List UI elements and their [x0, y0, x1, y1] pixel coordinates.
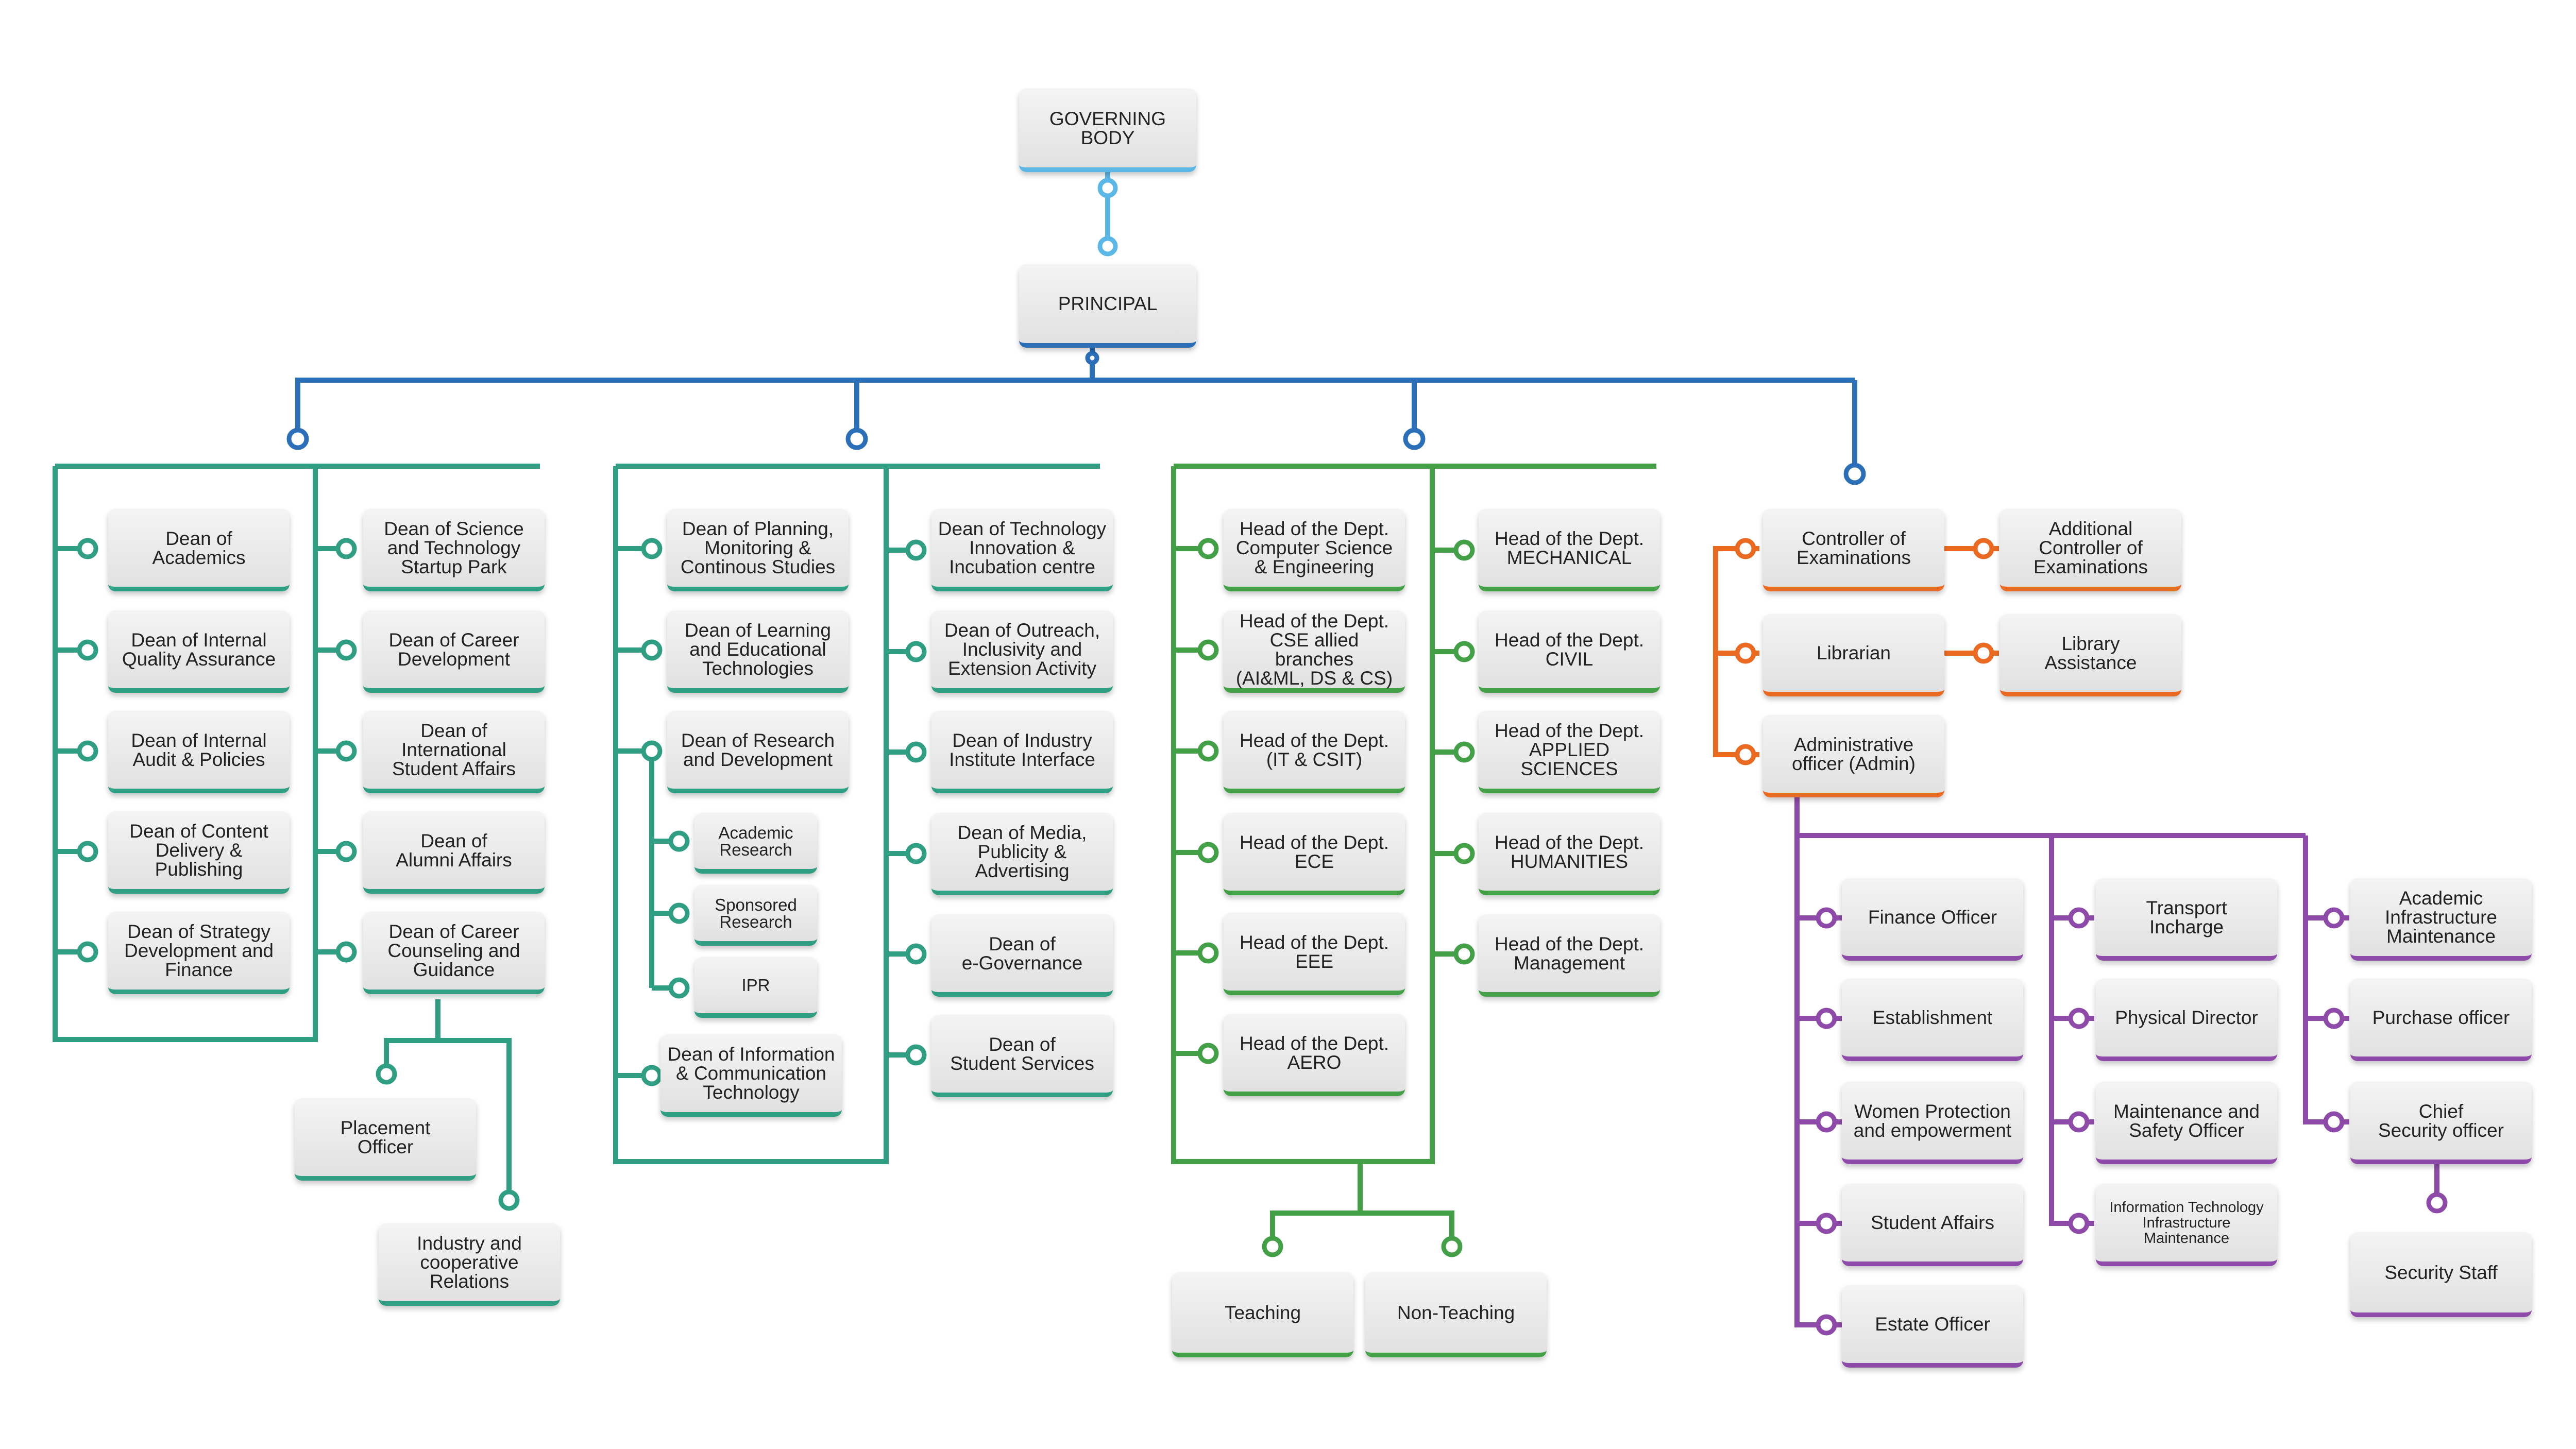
node-hod-civil: Head of the Dept. CIVIL	[1479, 610, 1660, 693]
node-library-assistance: Library Assistance	[2000, 614, 2181, 696]
node-security-staff: Security Staff	[2350, 1232, 2532, 1317]
node-dean-innovation: Dean of Technology Innovation & Incubati…	[931, 509, 1113, 591]
node-dean-research: Dean of Research and Development	[667, 711, 849, 793]
node-hod-eee: Head of the Dept. EEE	[1224, 913, 1405, 995]
node-dean-media: Dean of Media, Publicity & Advertising	[931, 813, 1113, 895]
node-hod-management: Head of the Dept. Management	[1479, 914, 1660, 997]
node-physical-director: Physical Director	[2096, 979, 2277, 1061]
node-dean-academics: Dean of Academics	[108, 509, 290, 591]
node-hod-mech: Head of the Dept. MECHANICAL	[1479, 509, 1660, 591]
node-non-teaching: Non-Teaching	[1365, 1272, 1547, 1357]
node-dean-strategy: Dean of Strategy Development and Finance	[108, 912, 290, 994]
node-chief-security: Chief Security officer	[2350, 1082, 2532, 1164]
node-dean-student-services: Dean of Student Services	[931, 1015, 1113, 1097]
node-dean-learning: Dean of Learning and Educational Technol…	[667, 610, 849, 693]
node-women-protection: Women Protection and empowerment	[1842, 1082, 2023, 1164]
node-industry-relations: Industry and cooperative Relations	[379, 1223, 560, 1306]
node-hod-cse: Head of the Dept. Computer Science & Eng…	[1224, 509, 1405, 591]
node-dean-egov: Dean of e-Governance	[931, 914, 1113, 997]
node-hod-ece: Head of the Dept. ECE	[1224, 813, 1405, 895]
node-dean-career-dev: Dean of Career Development	[363, 610, 545, 693]
node-dean-alumni: Dean of Alumni Affairs	[363, 811, 545, 894]
node-librarian: Librarian	[1763, 614, 1944, 696]
node-dean-audit: Dean of Internal Audit & Policies	[108, 711, 290, 793]
node-dean-iqa: Dean of Internal Quality Assurance	[108, 610, 290, 693]
node-estate-officer: Estate Officer	[1842, 1285, 2023, 1368]
node-dean-startup: Dean of Science and Technology Startup P…	[363, 509, 545, 591]
node-dean-content: Dean of Content Delivery & Publishing	[108, 811, 290, 894]
node-academic-research: Academic Research	[694, 813, 817, 874]
node-controller-exams: Controller of Examinations	[1763, 509, 1944, 591]
node-admin-officer: Administrative officer (Admin)	[1763, 715, 1944, 797]
node-hod-humanities: Head of the Dept. HUMANITIES	[1479, 813, 1660, 895]
node-dean-industry: Dean of Industry Institute Interface	[931, 711, 1113, 793]
node-principal: PRINCIPAL	[1019, 264, 1196, 348]
node-finance-officer: Finance Officer	[1842, 878, 2023, 961]
node-governing-body: GOVERNING BODY	[1019, 89, 1196, 172]
node-maintenance-safety: Maintenance and Safety Officer	[2096, 1082, 2277, 1164]
node-student-affairs: Student Affairs	[1842, 1184, 2023, 1266]
node-dean-ict: Dean of Information & Communication Tech…	[660, 1034, 842, 1117]
node-placement-officer: Placement Officer	[295, 1098, 476, 1181]
node-ipr: IPR	[694, 957, 817, 1018]
node-establishment: Establishment	[1842, 979, 2023, 1061]
node-teaching: Teaching	[1172, 1272, 1353, 1357]
node-purchase-officer: Purchase officer	[2350, 979, 2532, 1061]
node-hod-aero: Head of the Dept. AERO	[1224, 1014, 1405, 1096]
node-dean-international: Dean of International Student Affairs	[363, 711, 545, 793]
node-academic-infrastructure: Academic Infrastructure Maintenance	[2350, 878, 2532, 961]
node-hod-it: Head of the Dept. (IT & CSIT)	[1224, 711, 1405, 793]
node-transport: Transport Incharge	[2096, 878, 2277, 961]
node-dean-counseling: Dean of Career Counseling and Guidance	[363, 912, 545, 994]
node-it-infrastructure: Information Technology Infrastructure Ma…	[2096, 1184, 2277, 1266]
node-dean-outreach: Dean of Outreach, Inclusivity and Extens…	[931, 610, 1113, 693]
node-additional-controller: Additional Controller of Examinations	[2000, 509, 2181, 591]
node-hod-applied: Head of the Dept. APPLIED SCIENCES	[1479, 711, 1660, 793]
node-sponsored-research: Sponsored Research	[694, 885, 817, 946]
node-dean-planning: Dean of Planning, Monitoring & Continous…	[667, 509, 849, 591]
node-hod-cse-allied: Head of the Dept. CSE allied branches (A…	[1224, 610, 1405, 693]
